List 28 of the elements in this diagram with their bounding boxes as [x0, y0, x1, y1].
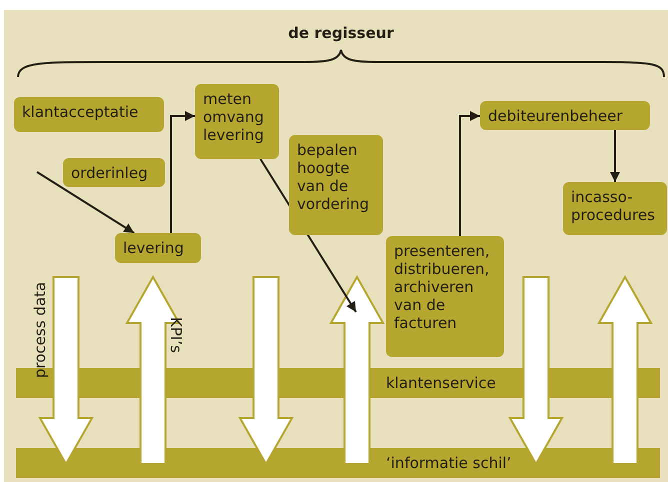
- layer-band: [16, 448, 660, 478]
- arrow: [260, 158, 357, 313]
- process-box: [14, 97, 164, 132]
- process-box: [195, 84, 279, 159]
- block-arrow: [329, 274, 385, 465]
- process-box: [63, 158, 165, 187]
- block-arrow: [125, 274, 181, 465]
- box-text: incasso- procedures: [571, 188, 656, 224]
- box-text: orderinleg: [71, 164, 149, 182]
- block-arrow: [597, 274, 653, 465]
- process-box: [480, 101, 650, 130]
- box-text: meten omvang levering: [203, 90, 265, 144]
- heading-label: de regisseur: [288, 24, 394, 42]
- arrow: [459, 111, 480, 236]
- process-box: [289, 135, 383, 235]
- box-text: debiteurenbeheer: [488, 107, 624, 125]
- axis-label: KPI’s: [167, 317, 185, 353]
- box-text: bepalen hoogte van de vordering: [297, 141, 370, 213]
- arrow: [610, 130, 620, 182]
- box-text: presenteren, distribueren, archiveren van de facturen: [394, 242, 491, 332]
- box-text: klantacceptatie: [22, 103, 140, 121]
- process-box: [563, 182, 667, 235]
- box-text: levering: [123, 239, 185, 257]
- process-box: [386, 236, 504, 357]
- arrow: [36, 171, 135, 234]
- arrow: [170, 111, 195, 233]
- axis-label: process data: [31, 282, 49, 378]
- process-box: [115, 233, 201, 263]
